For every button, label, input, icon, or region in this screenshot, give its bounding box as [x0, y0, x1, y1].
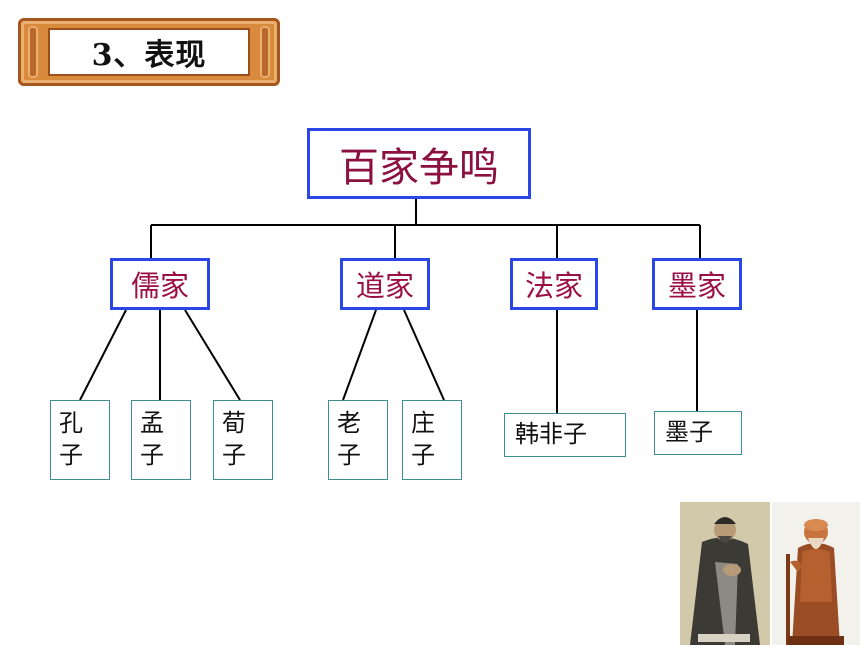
school-node-rujia: 儒家 [110, 258, 210, 310]
person-mengzi-label: 孟子 [140, 409, 164, 469]
connector-zhuangzi [403, 309, 445, 401]
connector-kongzi [79, 309, 127, 401]
school-node-mojia: 墨家 [652, 258, 742, 310]
laozi-statue [772, 502, 860, 645]
person-xunzi: 荀子 [213, 400, 273, 480]
person-mozi: 墨子 [654, 411, 742, 455]
person-mengzi: 孟子 [131, 400, 191, 480]
person-laozi: 老子 [328, 400, 388, 480]
confucius-portrait [680, 502, 770, 645]
person-hanfeizi-label: 韩非子 [515, 420, 587, 448]
person-zhuangzi-label: 庄子 [411, 409, 435, 469]
connector-xunzi [184, 309, 241, 401]
scroll-knob-left [28, 26, 38, 78]
person-kongzi-label: 孔子 [59, 409, 83, 469]
root-node: 百家争鸣 [307, 128, 531, 199]
person-kongzi: 孔子 [50, 400, 110, 480]
person-hanfeizi: 韩非子 [504, 413, 626, 457]
school-node-daojia: 道家 [340, 258, 430, 310]
person-mozi-label: 墨子 [665, 418, 713, 446]
person-xunzi-label: 荀子 [222, 409, 246, 469]
school-node-fajia: 法家 [510, 258, 598, 310]
person-zhuangzi: 庄子 [402, 400, 462, 480]
scroll-knob-right [260, 26, 270, 78]
person-laozi-label: 老子 [337, 409, 361, 469]
slide-title: 3、表现 [48, 28, 250, 76]
connector-laozi [342, 309, 377, 401]
title-banner: 3、表现 [18, 18, 280, 86]
